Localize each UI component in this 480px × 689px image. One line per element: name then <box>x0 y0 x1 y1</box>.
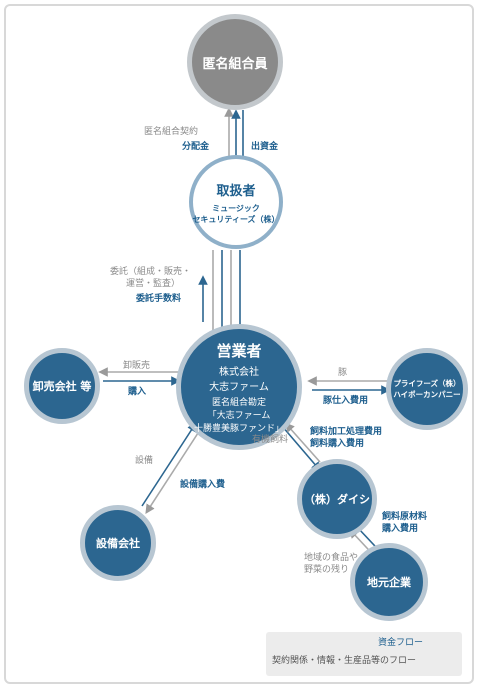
investors-node: 匿名組合員 <box>187 14 283 110</box>
label-food2: 野菜の残り <box>304 565 350 575</box>
label-investment: 出資金 <box>251 142 279 152</box>
label-sales: 卸販売 <box>123 361 151 371</box>
legend: 資金フロー 契約関係・情報・生産品等のフロー <box>266 632 462 676</box>
label-feed-cost2: 飼料購入費用 <box>310 439 365 449</box>
handler-sub1: ミュージック <box>212 203 260 213</box>
prifoods-node: プライフーズ（株） ハイポーカンパニー <box>386 348 468 430</box>
label-distribution: 分配金 <box>182 142 210 152</box>
label-consign2: 運営・監査） <box>126 279 181 289</box>
wholesaler-title: 卸売会社 等 <box>32 380 92 393</box>
local-title: 地元企業 <box>367 576 411 589</box>
operator-l2: 大志ファーム <box>209 382 269 393</box>
label-fee: 委託手数料 <box>136 294 182 304</box>
operator-node: 営業者 株式会社 大志ファーム 匿名組合勘定 「大志ファーム 十勝豊美豚ファンド… <box>176 324 302 450</box>
legend-contract: 契約関係・情報・生産品等のフロー <box>272 656 417 666</box>
wholesaler-node: 卸売会社 等 <box>24 348 100 424</box>
label-equip: 設備 <box>135 456 154 466</box>
equipment-node: 設備会社 <box>80 505 156 581</box>
daishi-node: （株）ダイシ <box>297 459 377 539</box>
label-purchase: 購入 <box>128 387 147 397</box>
equipment-title: 設備会社 <box>96 537 140 550</box>
handler-title: 取扱者 <box>216 183 256 199</box>
prifoods-l1: プライフーズ（株） <box>393 379 461 388</box>
operator-title: 営業者 <box>216 342 262 360</box>
label-raw-cost1: 飼料原材料 <box>382 512 428 522</box>
label-contract: 匿名組合契約 <box>144 127 199 137</box>
operator-l4: 「大志ファーム <box>207 411 271 421</box>
handler-sub2: セキュリティーズ（株） <box>192 214 280 224</box>
legend-money: 資金フロー <box>378 638 424 648</box>
label-consign1: 委託（組成・販売・ <box>110 267 192 277</box>
label-organic: 有機飼料 <box>252 435 289 445</box>
operator-l5: 十勝豊美豚ファンド」 <box>193 424 284 434</box>
label-equip-cost: 設備購入費 <box>180 480 226 490</box>
label-pig-cost: 豚仕入費用 <box>323 396 369 406</box>
local-node: 地元企業 <box>350 543 428 621</box>
label-pig: 豚 <box>338 368 348 378</box>
label-raw-cost2: 購入費用 <box>382 524 419 534</box>
daishi-title: （株）ダイシ <box>304 493 370 506</box>
operator-l3: 匿名組合勘定 <box>211 398 266 408</box>
prifoods-l2: ハイポーカンパニー <box>393 390 461 399</box>
handler-node: 取扱者 ミュージック セキュリティーズ（株） <box>189 155 283 249</box>
investors-title: 匿名組合員 <box>202 56 268 72</box>
label-food1: 地域の食品や <box>304 553 359 563</box>
operator-l1: 株式会社 <box>219 367 259 378</box>
label-feed-cost1: 飼料加工処理費用 <box>310 427 383 437</box>
